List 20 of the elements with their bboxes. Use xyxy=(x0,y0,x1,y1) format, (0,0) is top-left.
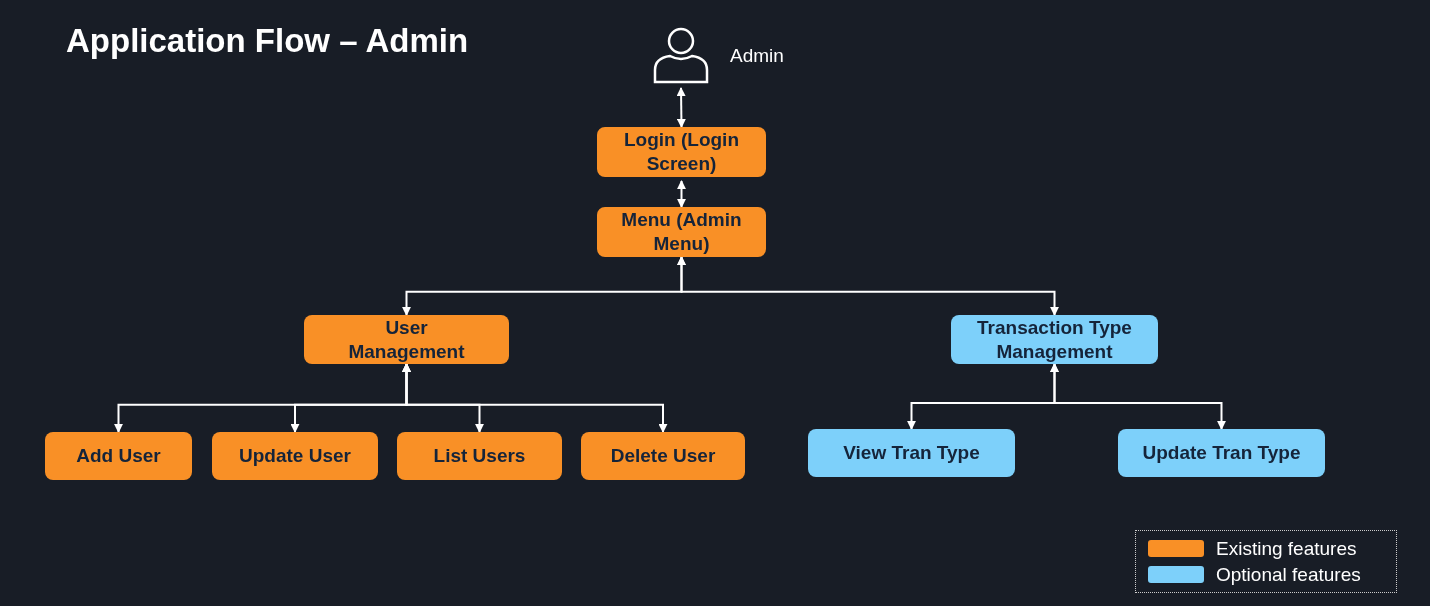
title: Application Flow – Admin xyxy=(66,21,469,61)
process-box: Login (Login Screen) xyxy=(597,127,766,177)
process-box: Update User xyxy=(212,432,378,480)
person-icon xyxy=(652,26,710,84)
process-box: List Users xyxy=(397,432,562,480)
actor-label: Admin xyxy=(730,44,784,68)
connector-arrow xyxy=(677,180,686,208)
legend-label: Existing features xyxy=(1216,537,1357,560)
connector-arrow xyxy=(402,363,668,433)
process-box: Delete User xyxy=(581,432,745,480)
process-box: View Tran Type xyxy=(808,429,1015,477)
process-box: Add User xyxy=(45,432,192,480)
legend-label: Optional features xyxy=(1216,563,1361,586)
connector-arrow xyxy=(676,87,686,128)
connector-arrow xyxy=(1050,363,1226,430)
process-box: Menu (Admin Menu) xyxy=(597,207,766,257)
process-box: User Management xyxy=(304,315,509,364)
process-box: Transaction Type Management xyxy=(951,315,1158,364)
connector-arrow xyxy=(677,256,1059,316)
process-box: Update Tran Type xyxy=(1118,429,1325,477)
